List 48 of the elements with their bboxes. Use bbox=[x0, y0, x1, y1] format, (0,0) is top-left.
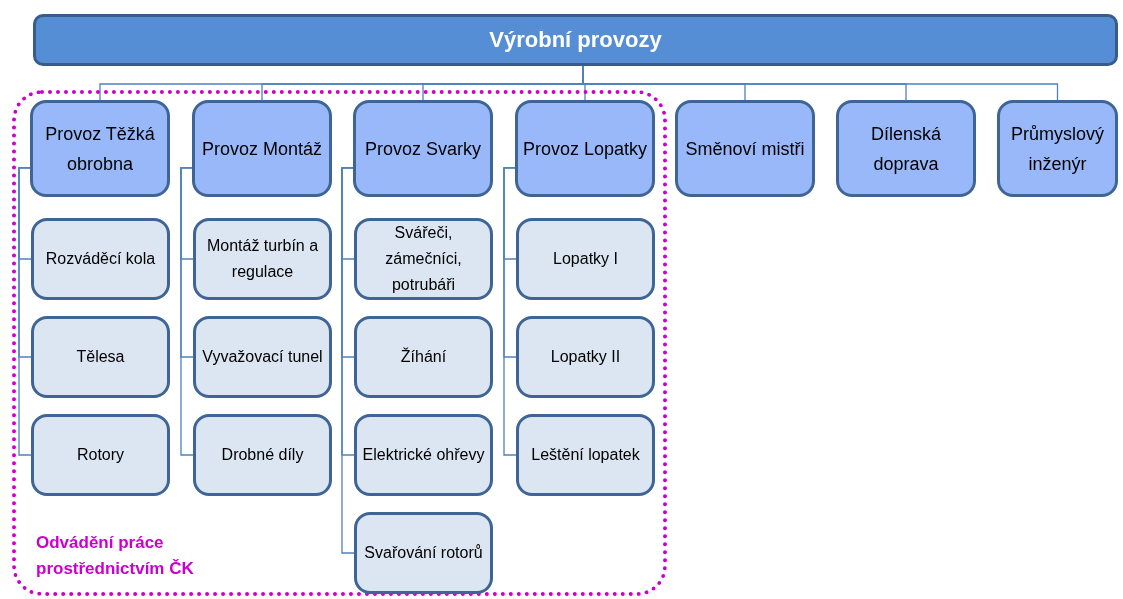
connector-line bbox=[503, 167, 517, 456]
department-box bbox=[997, 100, 1118, 197]
box-label: Žíhání bbox=[400, 346, 447, 367]
box-label: Montáž turbín a regulace bbox=[205, 236, 320, 282]
box-label: Rotory bbox=[76, 445, 125, 465]
box-label: Dílenská doprava bbox=[870, 122, 942, 176]
box-label: Provoz Těžká obrobna bbox=[44, 122, 156, 176]
box-label: Elektrické ohřevy bbox=[362, 445, 485, 465]
department-box bbox=[30, 100, 170, 197]
section-box bbox=[516, 414, 655, 496]
section-box bbox=[516, 316, 655, 398]
department-box bbox=[836, 100, 976, 197]
box-label: Provoz Lopatky bbox=[522, 137, 648, 161]
box-label: Tělesa bbox=[76, 347, 125, 367]
heading-text: Výrobní provozy bbox=[489, 27, 662, 53]
box-label: Svářeči, zámečníci, potrubáři bbox=[384, 223, 463, 295]
box-label: Svařování rotorů bbox=[364, 543, 483, 563]
connector-line bbox=[341, 167, 355, 554]
box-label: Leštění lopatek bbox=[531, 445, 640, 465]
section-box bbox=[354, 218, 493, 300]
box-label: Drobné díly bbox=[221, 445, 304, 465]
connector-line bbox=[18, 167, 32, 456]
section-box bbox=[193, 414, 332, 496]
box-label: Provoz Montáž bbox=[201, 137, 323, 161]
section-box bbox=[193, 316, 332, 398]
box-label: Směnoví mistři bbox=[685, 137, 805, 161]
connector-line bbox=[180, 167, 194, 456]
box-label: Lopatky II bbox=[550, 347, 621, 367]
section-box bbox=[31, 414, 170, 496]
box-label: Provoz Svarky bbox=[364, 137, 481, 161]
section-box bbox=[31, 218, 170, 300]
box-label: Průmyslový inženýr bbox=[1010, 122, 1105, 176]
org-root-box bbox=[33, 14, 1118, 66]
group-note: Odvádění práce prostřednictvím ČK bbox=[36, 532, 195, 580]
dotted-group-outline bbox=[12, 90, 667, 596]
section-box bbox=[354, 414, 493, 496]
department-box bbox=[675, 100, 815, 197]
department-box bbox=[515, 100, 655, 197]
section-box bbox=[516, 218, 655, 300]
box-label: Lopatky I bbox=[553, 249, 618, 269]
section-box bbox=[354, 316, 493, 398]
section-box bbox=[354, 512, 493, 594]
section-box bbox=[31, 316, 170, 398]
box-label: Vyvažovací tunel bbox=[202, 347, 323, 367]
department-box bbox=[353, 100, 493, 197]
section-box bbox=[193, 218, 332, 300]
box-label: Rozváděcí kola bbox=[45, 249, 156, 269]
department-box bbox=[192, 100, 332, 197]
